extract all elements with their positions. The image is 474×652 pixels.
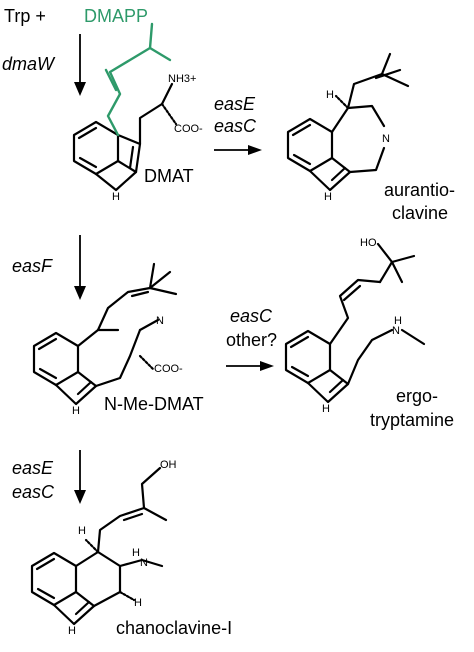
arrow-easF bbox=[74, 235, 86, 300]
ergo-h: H bbox=[394, 315, 402, 327]
dmat-structure bbox=[72, 22, 178, 192]
enzyme-other: other? bbox=[226, 330, 277, 350]
arrow-easE-easC-2 bbox=[74, 450, 86, 504]
enzyme-easE-1: easE bbox=[214, 94, 256, 114]
enzyme-easC-2: easC bbox=[230, 306, 273, 326]
nme-coo: COO- bbox=[154, 363, 183, 375]
dmat-nh3: NH3+ bbox=[168, 73, 196, 85]
chano-n: N bbox=[140, 557, 148, 569]
chano-nh: H bbox=[68, 625, 76, 637]
dmat-nh: H bbox=[112, 191, 120, 203]
arrow-easE-easC-1 bbox=[214, 145, 262, 155]
chanoclavine-label: chanoclavine-I bbox=[116, 618, 232, 638]
arrow-dmaw bbox=[74, 34, 86, 96]
dmat-coo: COO- bbox=[174, 123, 203, 135]
ergo-ho: HO bbox=[360, 237, 377, 249]
ergo-label-1: ergo- bbox=[396, 386, 438, 406]
enzyme-easF: easF bbox=[12, 256, 53, 276]
aurantio-h: H bbox=[326, 89, 334, 101]
aurantioclavine-structure bbox=[286, 52, 410, 192]
chano-oh: OH bbox=[160, 459, 177, 471]
ergo-nh: H bbox=[322, 403, 330, 415]
chano-h1: H bbox=[78, 525, 86, 537]
ergo-label-2: tryptamine bbox=[370, 410, 454, 430]
arrow-easC-other bbox=[226, 361, 274, 371]
enzyme-easC-3: easC bbox=[12, 482, 55, 502]
chano-h2: H bbox=[132, 547, 140, 559]
nme-dmat-label: N-Me-DMAT bbox=[104, 394, 204, 414]
aurantio-label-1: aurantio- bbox=[384, 180, 455, 200]
nme-dmat-structure bbox=[32, 262, 178, 406]
enzyme-easC-1: easC bbox=[214, 116, 257, 136]
dmapp-label: DMAPP bbox=[84, 6, 148, 26]
nme-nh: H bbox=[72, 405, 80, 417]
enzyme-easE-2: easE bbox=[12, 458, 54, 478]
dmat-label: DMAT bbox=[144, 166, 194, 186]
ergotryptamine-structure bbox=[284, 242, 426, 404]
nme-n: N bbox=[156, 315, 164, 327]
chanoclavine-structure bbox=[30, 466, 168, 626]
aurantio-n: N bbox=[382, 133, 390, 145]
aurantio-nh: H bbox=[324, 191, 332, 203]
trp-label: Trp + bbox=[4, 6, 46, 26]
ergo-n: N bbox=[392, 325, 400, 337]
enzyme-dmaw: dmaW bbox=[2, 54, 56, 74]
chano-h3: H bbox=[134, 597, 142, 609]
aurantio-label-2: clavine bbox=[392, 203, 448, 223]
